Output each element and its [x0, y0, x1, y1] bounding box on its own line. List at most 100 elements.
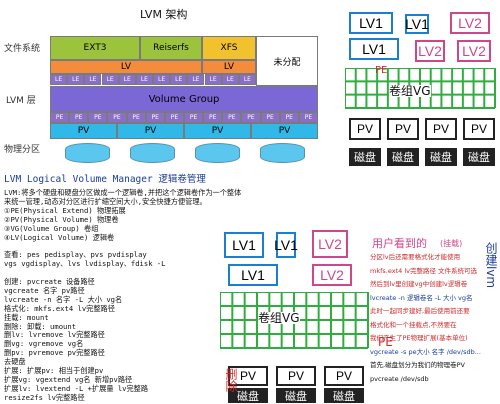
row-label-filesystem: 文件系统 — [4, 44, 41, 54]
rt-pv-box: PV — [463, 118, 495, 140]
le-cell: LE — [101, 74, 119, 85]
notes-line: 删pv: pvremove pv完整路径 — [4, 348, 105, 358]
le-cell: LE — [67, 74, 85, 85]
rt-lv1-box-a: LV1 — [349, 12, 393, 34]
notes-line: 扩展lv: lvextend -L +扩展量 lv完整路 — [4, 383, 149, 393]
pv-cell: PV — [184, 123, 251, 139]
rt-pv-box: PV — [387, 118, 419, 140]
notes-heading: LVM Logical Volume Manager 逻辑卷管理 — [4, 174, 206, 185]
notes-line: ③VG(Volume Group) 卷组 — [4, 223, 99, 233]
rt-lv1-box-c: LV1 — [349, 38, 399, 60]
rb-annotation: 分区lv后还需要格式化才能使用 — [370, 253, 461, 261]
rb-disk-row: 磁盘磁盘磁盘 — [220, 388, 370, 403]
pe-cell: PE — [260, 112, 280, 123]
rb-vg-label: 卷组VG — [258, 311, 300, 325]
le-cell: LE — [50, 74, 68, 85]
pv-cell: PV — [117, 123, 184, 139]
rt-disk: 磁盘 — [387, 148, 419, 166]
pv-cell: PV — [251, 123, 318, 139]
rb-lv1-box-a: LV1 — [224, 232, 264, 258]
le-cell: LE — [170, 74, 188, 85]
fs-xfs: XFS — [202, 36, 256, 60]
notes-line: 扩展: 扩展pv: 相当于创建pv — [4, 366, 104, 375]
rt-lv2-box-b: LV2 — [415, 40, 445, 62]
notes-line: 删lv: lvremove lv完整路径 — [4, 330, 105, 340]
rb-pe-label: PE — [378, 335, 393, 349]
notes-line: 去硬盘 — [4, 357, 26, 367]
pe-cell: PE — [298, 112, 318, 123]
notes-line: ②PV(Physical Volume) 物理卷 — [4, 214, 119, 224]
pe-cell: PE — [279, 112, 299, 123]
pe-cell: PE — [69, 112, 89, 123]
rt-lv2-box-a: LV2 — [450, 12, 490, 34]
rt-lv1-box-b: LV1 — [405, 14, 429, 34]
notes-line: 来统一管理,动态对分区进行扩缩空间大小,安全快捷方便管理。 — [4, 196, 207, 206]
notes-line: lvcreate -n 名字 -L 大小 vg名 — [4, 294, 123, 304]
row-label-physical: 物理分区 — [4, 145, 41, 155]
notes-line: 创建: pvcreate 设备路径 — [4, 277, 95, 286]
fs-ext3: EXT3 — [50, 36, 140, 60]
rt-lv2-box-c: LV2 — [457, 40, 491, 62]
disk-cylinder — [65, 143, 110, 163]
rt-pe-label: PE — [375, 65, 388, 76]
rb-pv-box: PV — [228, 366, 268, 386]
rb-annotation: 然后到lv里创建vg中创建lv逻辑卷 — [370, 280, 468, 288]
diagram-title: LVM 架构 — [140, 8, 188, 21]
rb-lv1-box-b: LV1 — [274, 232, 298, 258]
volume-group-bar: Volume Group — [50, 86, 318, 112]
notes-line: ①PE(Physical Extend) 物理拓展 — [4, 205, 126, 215]
pe-cell: PE — [88, 112, 108, 123]
notes-line: 挂载: mount — [4, 312, 49, 322]
rt-disk: 磁盘 — [425, 148, 457, 166]
rb-create-label: 创建lvm — [484, 242, 498, 289]
pe-cell: PE — [203, 112, 223, 123]
row-label-lvm: LVM 层 — [6, 96, 36, 106]
le-cell: LE — [135, 74, 153, 85]
pv-cell: PV — [50, 123, 117, 139]
rt-vg-label: 卷组VG — [389, 84, 431, 98]
fs-reiserfs: Reiserfs — [140, 36, 202, 60]
rt-pe-grid — [345, 68, 496, 109]
disk-cylinder — [195, 143, 240, 163]
pe-cell: PE — [164, 112, 184, 123]
rb-annotation: mkfs.ext4 lv完整路径 文件系统可选 — [370, 266, 478, 275]
rt-pv-box: PV — [425, 118, 457, 140]
le-cell: LE — [238, 74, 256, 85]
notes-line: 删除: 卸载: umount — [4, 321, 77, 331]
rb-disk: 磁盘 — [228, 388, 268, 403]
rt-disk-row: 磁盘磁盘磁盘磁盘 — [345, 148, 500, 168]
rb-annotation: pvcreate /dev/sdb — [370, 374, 429, 383]
rb-pv-box: PV — [324, 366, 364, 386]
pe-cell: PE — [184, 112, 204, 123]
lv-bar-1: LV — [50, 60, 202, 74]
pe-cell: PE — [222, 112, 242, 123]
le-cell: LE — [204, 74, 222, 85]
notes-line: vgs vgdisplay、lvs lvdisplay、fdisk -L — [4, 259, 166, 269]
rb-lv2-box-a: LV2 — [312, 230, 348, 258]
notes-line: 删vg: vgremove vg名 — [4, 339, 84, 349]
notes-line: ④LV(Logical Volume) 逻辑卷 — [4, 232, 115, 242]
lv-bar-2: LV — [202, 60, 256, 74]
disk-cylinder — [260, 143, 305, 163]
le-cell: LE — [118, 74, 136, 85]
notes-line: vgcreate 名字 pv路径 — [4, 285, 85, 295]
notes-line: LVM:将多个硬盘和硬盘分区做成一个逻辑卷,并把这个逻辑卷作为一个整体 — [4, 188, 242, 197]
rb-lv1-box-c: LV1 — [228, 264, 278, 286]
rb-annotation: vgcreate -s pe大小 名字 /dev/sdb... — [370, 347, 481, 356]
le-cell: LE — [84, 74, 102, 85]
lvm-architecture-diagram: LVM 架构 文件系统 LVM 层 物理分区 EXT3 Reiserfs XFS… — [0, 0, 345, 172]
pe-cell: PE — [126, 112, 146, 123]
pe-cell: PE — [50, 112, 70, 123]
rt-disk: 磁盘 — [349, 148, 381, 166]
rb-annotation: 我们产生了PE物理扩展(基本单位) — [370, 334, 468, 342]
notes-line: 查看: pes pedisplay、pvs pvdisplay — [4, 250, 147, 260]
rb-user-title: 用户看到的 — [372, 237, 427, 250]
disk-cylinder — [130, 143, 175, 163]
